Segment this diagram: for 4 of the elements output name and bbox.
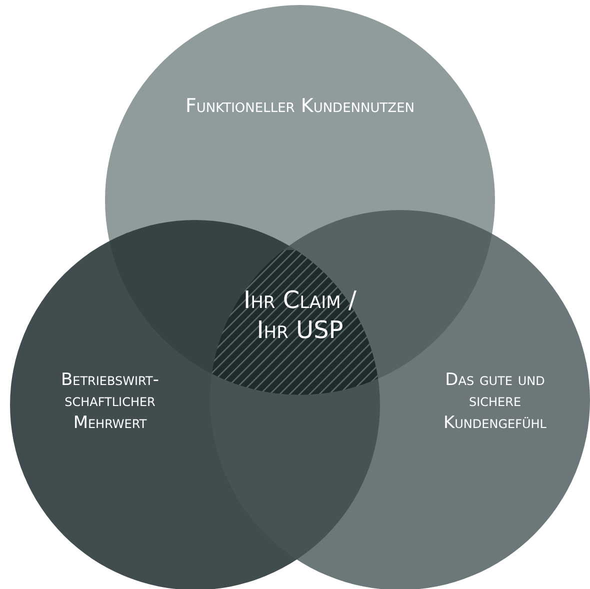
- circle-label: Betriebswirt- schaftlicher Mehrwert: [60, 370, 160, 434]
- circle-label: Funktioneller Kundennutzen: [184, 95, 416, 119]
- circle-label: Das gute und sichere Kundengefühl: [442, 370, 548, 434]
- centre-label: Ihr Claim / Ihr USP: [242, 285, 358, 345]
